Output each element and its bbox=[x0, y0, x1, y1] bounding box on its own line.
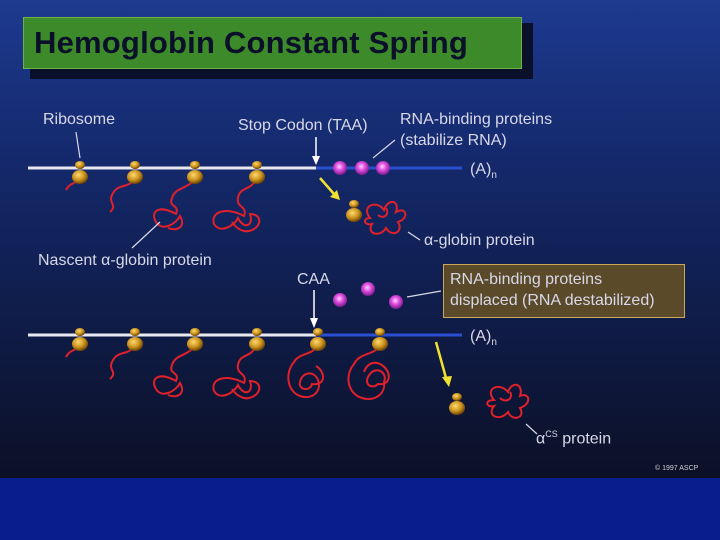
stop-codon-arrow bbox=[312, 137, 320, 165]
label-stop-codon: Stop Codon (TAA) bbox=[238, 116, 368, 135]
release-arrow-top bbox=[320, 178, 340, 200]
pointer-alpha-globin bbox=[408, 232, 420, 240]
caa-codon-arrow bbox=[310, 290, 318, 328]
rna-binding-protein-displaced bbox=[389, 295, 403, 309]
label-displaced-line2: displaced (RNA destabilized) bbox=[450, 291, 655, 310]
label-ribosome: Ribosome bbox=[43, 110, 115, 129]
rna-binding-protein-displaced bbox=[333, 293, 347, 307]
pointer-displaced bbox=[407, 291, 441, 297]
ribosome bbox=[127, 161, 143, 184]
ribosome bbox=[187, 161, 203, 184]
slide: Hemoglobin Constant Spring bbox=[0, 0, 720, 478]
ribosome-released bbox=[449, 393, 465, 415]
nascent-protein bbox=[348, 345, 388, 399]
alpha-globin-protein bbox=[365, 202, 405, 234]
nascent-protein bbox=[213, 345, 259, 398]
footer-band bbox=[0, 478, 720, 540]
alpha-cs-protein bbox=[487, 385, 528, 418]
label-rna-binding-line1: RNA-binding proteins bbox=[400, 110, 552, 129]
label-nascent: Nascent α-globin protein bbox=[38, 251, 212, 270]
pointer-nascent bbox=[132, 222, 160, 248]
label-alpha-globin-protein: α-globin protein bbox=[424, 231, 535, 250]
rna-binding-protein bbox=[355, 161, 369, 175]
ribosome bbox=[249, 161, 265, 184]
ribosome bbox=[372, 328, 388, 351]
label-alpha-cs-protein: αCS protein bbox=[536, 425, 611, 448]
ribosome bbox=[72, 161, 88, 184]
release-arrow-bottom bbox=[436, 342, 452, 387]
label-rna-binding-line2: (stabilize RNA) bbox=[400, 131, 507, 150]
nascent-protein bbox=[154, 178, 195, 229]
rna-binding-protein bbox=[333, 161, 347, 175]
label-polya-bottom: (A)n bbox=[470, 327, 497, 352]
nascent-protein bbox=[288, 345, 323, 397]
pointer-ribosome bbox=[76, 132, 80, 158]
ribosome bbox=[187, 328, 203, 351]
rna-binding-protein-displaced bbox=[361, 282, 375, 296]
ribosome bbox=[249, 328, 265, 351]
label-polya-top: (A)n bbox=[470, 160, 497, 185]
ribosome bbox=[127, 328, 143, 351]
diagram bbox=[0, 0, 720, 478]
nascent-protein bbox=[154, 345, 195, 396]
label-caa: CAA bbox=[297, 270, 330, 289]
ribosome-released bbox=[346, 200, 362, 222]
copyright-notice: © 1997 ASCP bbox=[655, 465, 698, 472]
rna-binding-protein bbox=[376, 161, 390, 175]
pointer-binding bbox=[373, 140, 395, 158]
ribosome bbox=[310, 328, 326, 351]
label-displaced-line1: RNA-binding proteins bbox=[450, 270, 602, 289]
ribosome bbox=[72, 328, 88, 351]
nascent-protein bbox=[213, 178, 259, 231]
